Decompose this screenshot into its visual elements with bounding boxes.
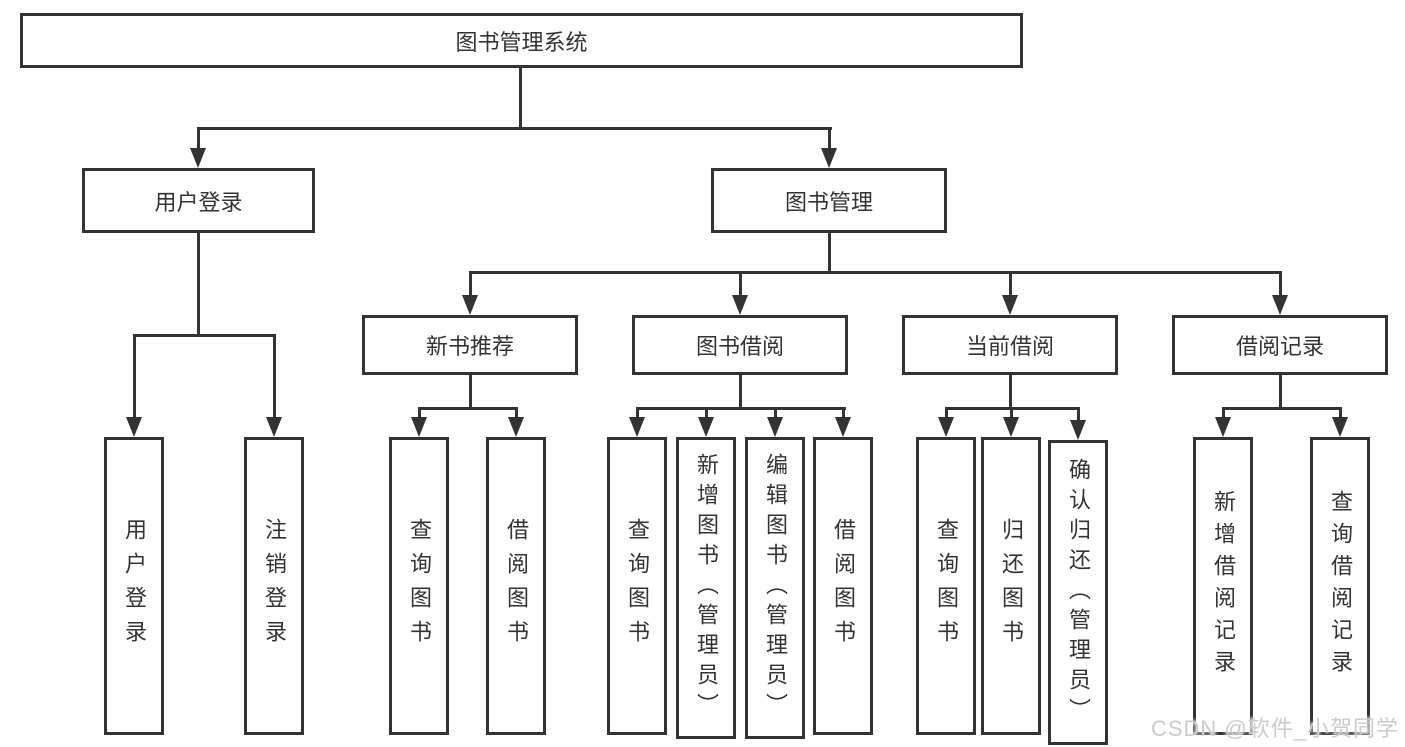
connector-records-stem [1278,375,1282,409]
leaf-newbook-query-books: 查询图书 [389,437,449,735]
connector-current-rail [944,406,1080,410]
node-root: 图书管理系统 [20,13,1023,68]
arrow-icon [732,272,748,315]
arrow-icon [1070,409,1086,440]
connector-level2-rail [468,270,1282,274]
arrow-icon [126,335,142,437]
arrow-icon [938,409,954,437]
leaf-borrowing-edit-books-admin: 编辑图书（管理员） [745,437,805,739]
leaf-current-return-books: 归还图书 [981,437,1041,735]
leaf-borrowing-add-books-admin: 新增图书（管理员） [676,437,736,739]
leaf-records-add-record: 新增借阅记录 [1193,437,1253,735]
leaf-borrowing-query-books: 查询图书 [607,437,667,735]
leaf-current-confirm-return-admin: 确认归还（管理员） [1048,440,1108,745]
leaf-current-query-books: 查询图书 [916,437,976,735]
connector-root-stem [518,68,522,128]
connector-newbook-rail [417,406,518,410]
arrow-icon [266,335,282,437]
arrow-icon [462,272,478,315]
connector-current-stem [1008,375,1012,409]
connector-newbook-stem [468,375,472,409]
csdn-watermark: CSDN @软件_小贺同学 [1150,716,1399,741]
arrow-icon [1002,272,1018,315]
arrow-icon [698,409,714,437]
node-borrowing-records: 借阅记录 [1172,315,1388,375]
connector-book-mgmt-stem [827,233,831,272]
leaf-newbook-borrow-books: 借阅图书 [486,437,546,735]
arrow-icon [411,409,427,437]
arrow-icon [821,128,837,168]
leaf-logout-login: 注销登录 [244,437,304,735]
connector-user-login-stem [196,233,200,335]
arrow-icon [1332,409,1348,437]
connector-level1-rail [196,126,832,130]
node-user-login: 用户登录 [82,168,315,233]
arrow-icon [1215,409,1231,437]
connector-user-login-rail [132,333,276,337]
node-book-borrowing: 图书借阅 [632,315,848,375]
leaf-records-query-record: 查询借阅记录 [1310,437,1370,735]
node-new-book-recommendation: 新书推荐 [362,315,578,375]
arrow-icon [835,409,851,437]
arrow-icon [1272,272,1288,315]
node-book-management: 图书管理 [711,168,947,233]
arrow-icon [508,409,524,437]
arrow-icon [1003,409,1019,437]
connector-borrowing-rail [635,406,846,410]
connector-borrowing-stem [738,375,742,409]
arrow-icon [767,409,783,437]
arrow-icon [190,128,206,168]
leaf-user-login: 用户登录 [104,437,164,735]
connector-records-rail [1221,406,1342,410]
node-current-borrowing: 当前借阅 [902,315,1118,375]
leaf-borrowing-borrow-books: 借阅图书 [813,437,873,735]
arrow-icon [629,409,645,437]
